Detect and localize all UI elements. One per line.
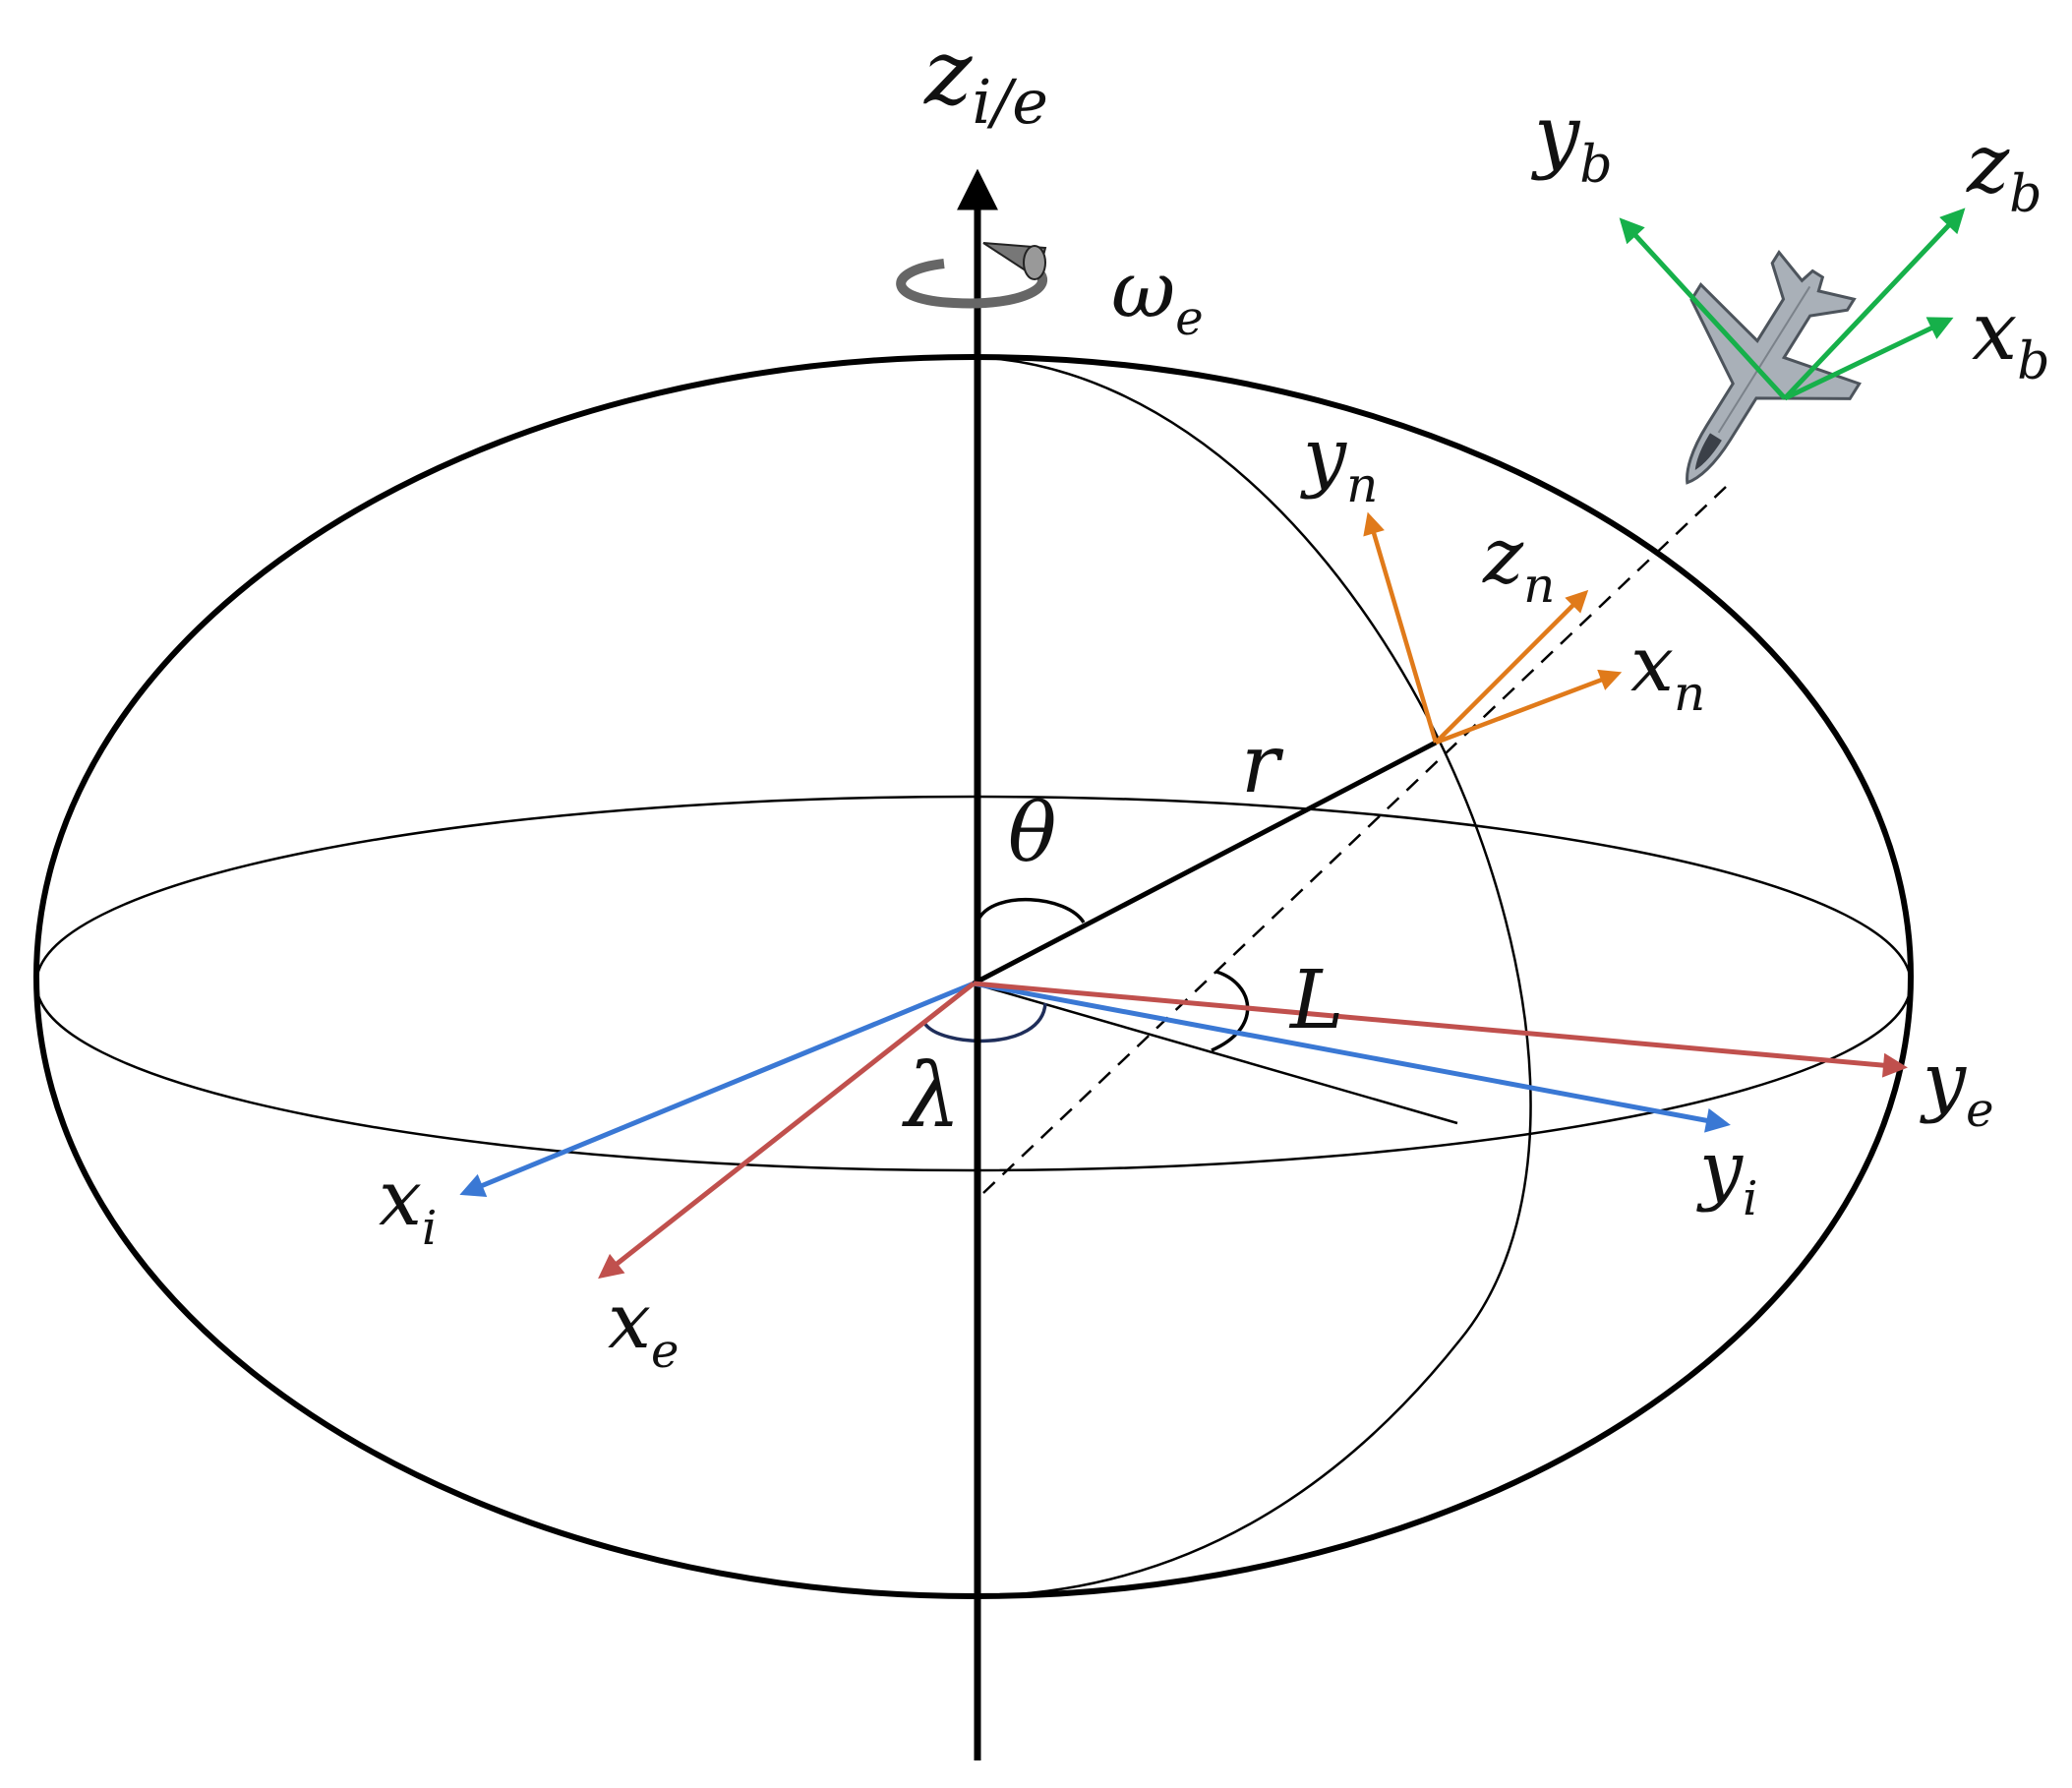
x-i-axis xyxy=(459,981,975,1197)
y-n-axis xyxy=(1363,511,1439,744)
label-y-e: ye xyxy=(1920,1037,1993,1138)
label-L: L xyxy=(1288,954,1343,1047)
label-x-i: xi xyxy=(379,1155,437,1256)
x-e-axis xyxy=(598,982,976,1280)
x-n-axis xyxy=(1435,669,1623,745)
dashed-normal-line xyxy=(982,486,1727,1194)
label-z-b: zb xyxy=(1966,118,2042,224)
equatorial-projection xyxy=(973,982,1458,1125)
earth-outline xyxy=(33,354,1914,1599)
radius-line xyxy=(972,740,1438,986)
y-i-axis xyxy=(973,981,1731,1133)
label-omega-e: ωe xyxy=(1111,244,1204,346)
z-b-axis xyxy=(1783,208,1966,400)
rotation-arrow-icon xyxy=(896,242,1047,309)
x-b-axis xyxy=(1783,317,1954,401)
label-x-n: xn xyxy=(1630,621,1705,722)
label-y-i: yi xyxy=(1696,1125,1757,1226)
label-lambda: λ xyxy=(902,1044,961,1148)
label-z-n: zn xyxy=(1482,512,1555,614)
z-n-axis xyxy=(1434,589,1589,745)
fighter-jet-icon xyxy=(1686,249,1862,485)
equator xyxy=(34,795,1913,1172)
meridian xyxy=(973,355,1532,1598)
label-y-b: yb xyxy=(1530,89,1613,195)
label-x-e: xe xyxy=(608,1278,679,1379)
y-b-axis xyxy=(1619,217,1787,400)
label-r: r xyxy=(1241,718,1284,811)
label-theta: θ xyxy=(1008,787,1056,880)
lambda-arc xyxy=(922,1002,1047,1043)
label-x-b: xb xyxy=(1972,285,2050,391)
latitude-arc xyxy=(1211,970,1250,1052)
label-y-n: yn xyxy=(1300,412,1378,513)
y-e-axis xyxy=(973,981,1908,1078)
theta-arc xyxy=(977,898,1086,924)
label-z-ie: zi/e xyxy=(923,20,1048,138)
